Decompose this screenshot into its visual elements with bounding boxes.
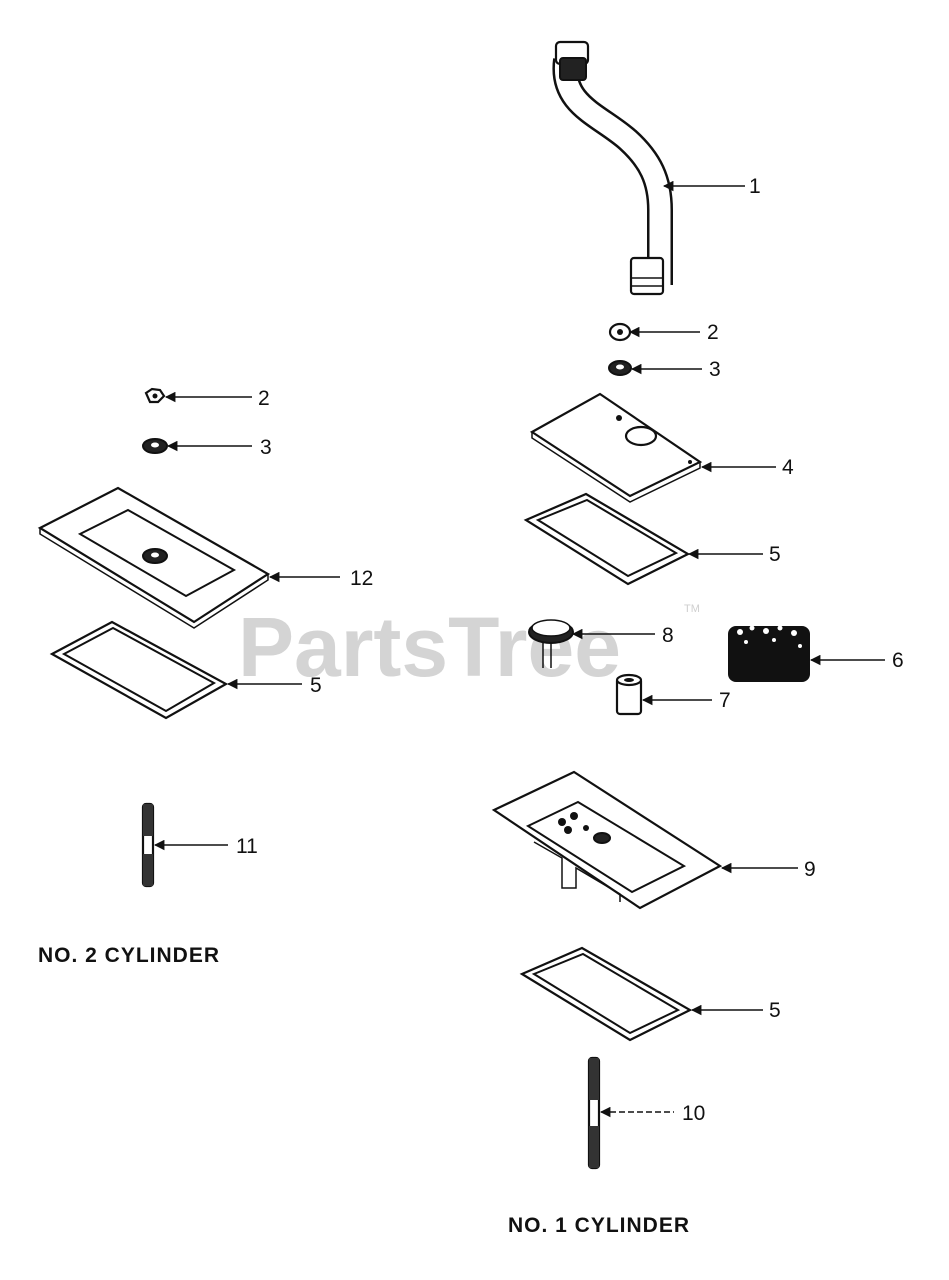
nut-r xyxy=(608,322,632,342)
callout-l3: 3 xyxy=(260,436,272,459)
callout-r8: 8 xyxy=(662,624,674,647)
callout-r9: 9 xyxy=(804,858,816,881)
callout-l12: 12 xyxy=(350,567,373,590)
callout-l2: 2 xyxy=(258,387,270,410)
stud-left xyxy=(141,802,155,888)
washer-l xyxy=(142,438,168,454)
valve xyxy=(528,619,574,668)
cover-plate xyxy=(37,486,271,629)
washer-r xyxy=(608,360,632,376)
callout-r10: 10 xyxy=(682,1102,705,1125)
breather-cover xyxy=(529,392,703,503)
watermark: PartsTree xyxy=(238,600,621,694)
callout-r5b: 5 xyxy=(769,999,781,1022)
callout-r1: 1 xyxy=(749,175,761,198)
watermark-trademark: TM xyxy=(684,603,700,615)
callout-r4: 4 xyxy=(782,456,794,479)
breather-base-plate xyxy=(491,770,723,910)
gasket-lower-right xyxy=(519,946,693,1042)
callout-l11: 11 xyxy=(236,835,258,858)
gasket-left xyxy=(49,620,229,720)
breather-tube xyxy=(552,40,673,296)
callout-r6: 6 xyxy=(892,649,904,672)
callout-r2: 2 xyxy=(707,321,719,344)
caption-no2-cylinder: NO. 2 CYLINDER xyxy=(38,944,220,967)
caption-no1-cylinder: NO. 1 CYLINDER xyxy=(508,1214,690,1237)
nut-l xyxy=(144,387,166,404)
stud-right xyxy=(587,1056,601,1170)
callout-r5a: 5 xyxy=(769,543,781,566)
callout-l5: 5 xyxy=(310,674,322,697)
callout-r7: 7 xyxy=(719,689,731,712)
filter-element xyxy=(728,625,810,682)
spacer xyxy=(615,673,643,716)
gasket-upper-right xyxy=(523,492,691,586)
callout-r3: 3 xyxy=(709,358,721,381)
